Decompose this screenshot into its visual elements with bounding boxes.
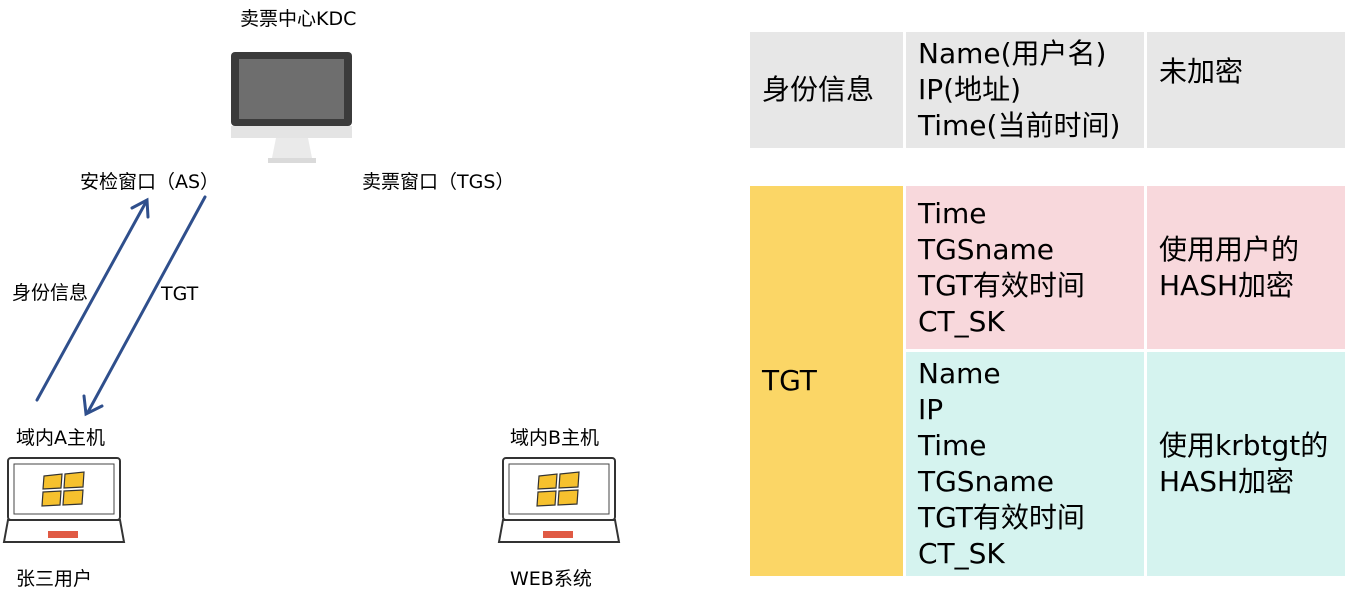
tgt-krbtgt-hash-content: Name IP Time TGSname TGT有效时间 CT_SK: [918, 357, 1085, 570]
identity-content-cell: Name(用户名) IP(地址) Time(当前时间): [906, 32, 1144, 148]
tgt-krbtgt-hash-content-cell: Name IP Time TGSname TGT有效时间 CT_SK: [906, 352, 1144, 576]
identity-encryption-cell: 未加密: [1147, 32, 1345, 148]
arrow-identity-label: 身份信息: [12, 282, 89, 304]
identity-arrow: [35, 200, 148, 402]
tgt-krbtgt-hash-encryption-cell: 使用krbtgt的 HASH加密: [1147, 352, 1345, 576]
kdc-label: 卖票中心KDC: [240, 8, 357, 30]
tgt-user-hash-content: Time TGSname TGT有效时间 CT_SK: [918, 197, 1085, 338]
host-b-label: 域内B主机: [510, 427, 600, 449]
tgt-arrowhead: [82, 394, 104, 417]
identity-arrowhead: [130, 197, 150, 219]
tgt-krbtgt-hash-encryption: 使用krbtgt的 HASH加密: [1159, 429, 1329, 498]
tgt-header: TGT: [762, 364, 817, 397]
host-b-system-label: WEB系统: [510, 568, 592, 590]
laptop-windows-icon: [2, 457, 126, 543]
host-a-user-label: 张三用户: [16, 568, 93, 590]
tgt-arrow: [86, 195, 207, 414]
identity-header-cell: 身份信息: [750, 32, 903, 148]
identity-content: Name(用户名) IP(地址) Time(当前时间): [918, 37, 1121, 142]
identity-header: 身份信息: [762, 73, 875, 106]
tgs-label: 卖票窗口（TGS）: [362, 171, 515, 193]
arrow-tgt-label: TGT: [161, 283, 199, 305]
identity-encryption: 未加密: [1159, 55, 1244, 88]
monitor-icon: [231, 52, 352, 163]
flow-arrows: [35, 195, 207, 417]
tgt-user-hash-encryption: 使用用户的 HASH加密: [1159, 232, 1300, 302]
tgt-user-hash-content-cell: Time TGSname TGT有效时间 CT_SK: [906, 186, 1144, 349]
as-label: 安检窗口（AS）: [80, 171, 220, 193]
host-a-label: 域内A主机: [16, 427, 105, 449]
tgt-header-cell: TGT: [750, 186, 903, 576]
tgt-user-hash-encryption-cell: 使用用户的 HASH加密: [1147, 186, 1345, 349]
laptop-windows-icon: [497, 457, 621, 543]
